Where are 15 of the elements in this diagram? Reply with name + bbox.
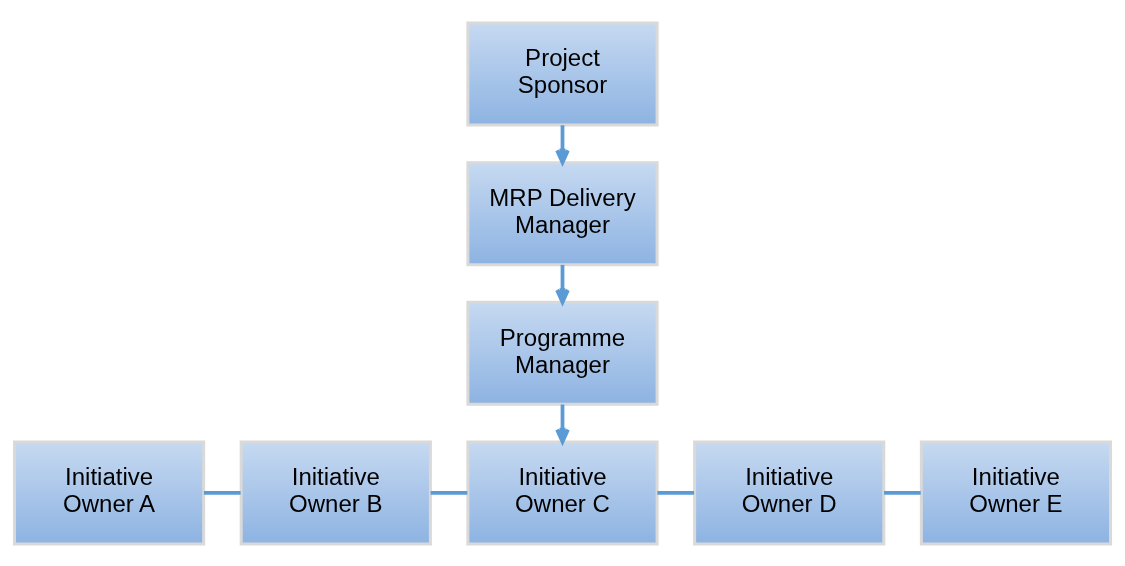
arrow (555, 404, 570, 444)
connector (430, 490, 468, 495)
connector (884, 490, 921, 495)
arrow (555, 124, 570, 164)
connector (203, 490, 241, 495)
connector (657, 490, 695, 495)
node-box: Initiative Owner B (239, 439, 432, 545)
node-box: Initiative Owner C (466, 439, 659, 545)
node-box: Initiative Owner E (919, 439, 1112, 545)
node-box: Initiative Owner A (13, 439, 206, 545)
node-box: Project Sponsor (466, 21, 659, 127)
node-box: MRP Delivery Manager (466, 160, 659, 266)
node-box: Programme Manager (466, 300, 659, 406)
node-box: Initiative Owner D (693, 439, 886, 545)
arrow (555, 264, 570, 304)
